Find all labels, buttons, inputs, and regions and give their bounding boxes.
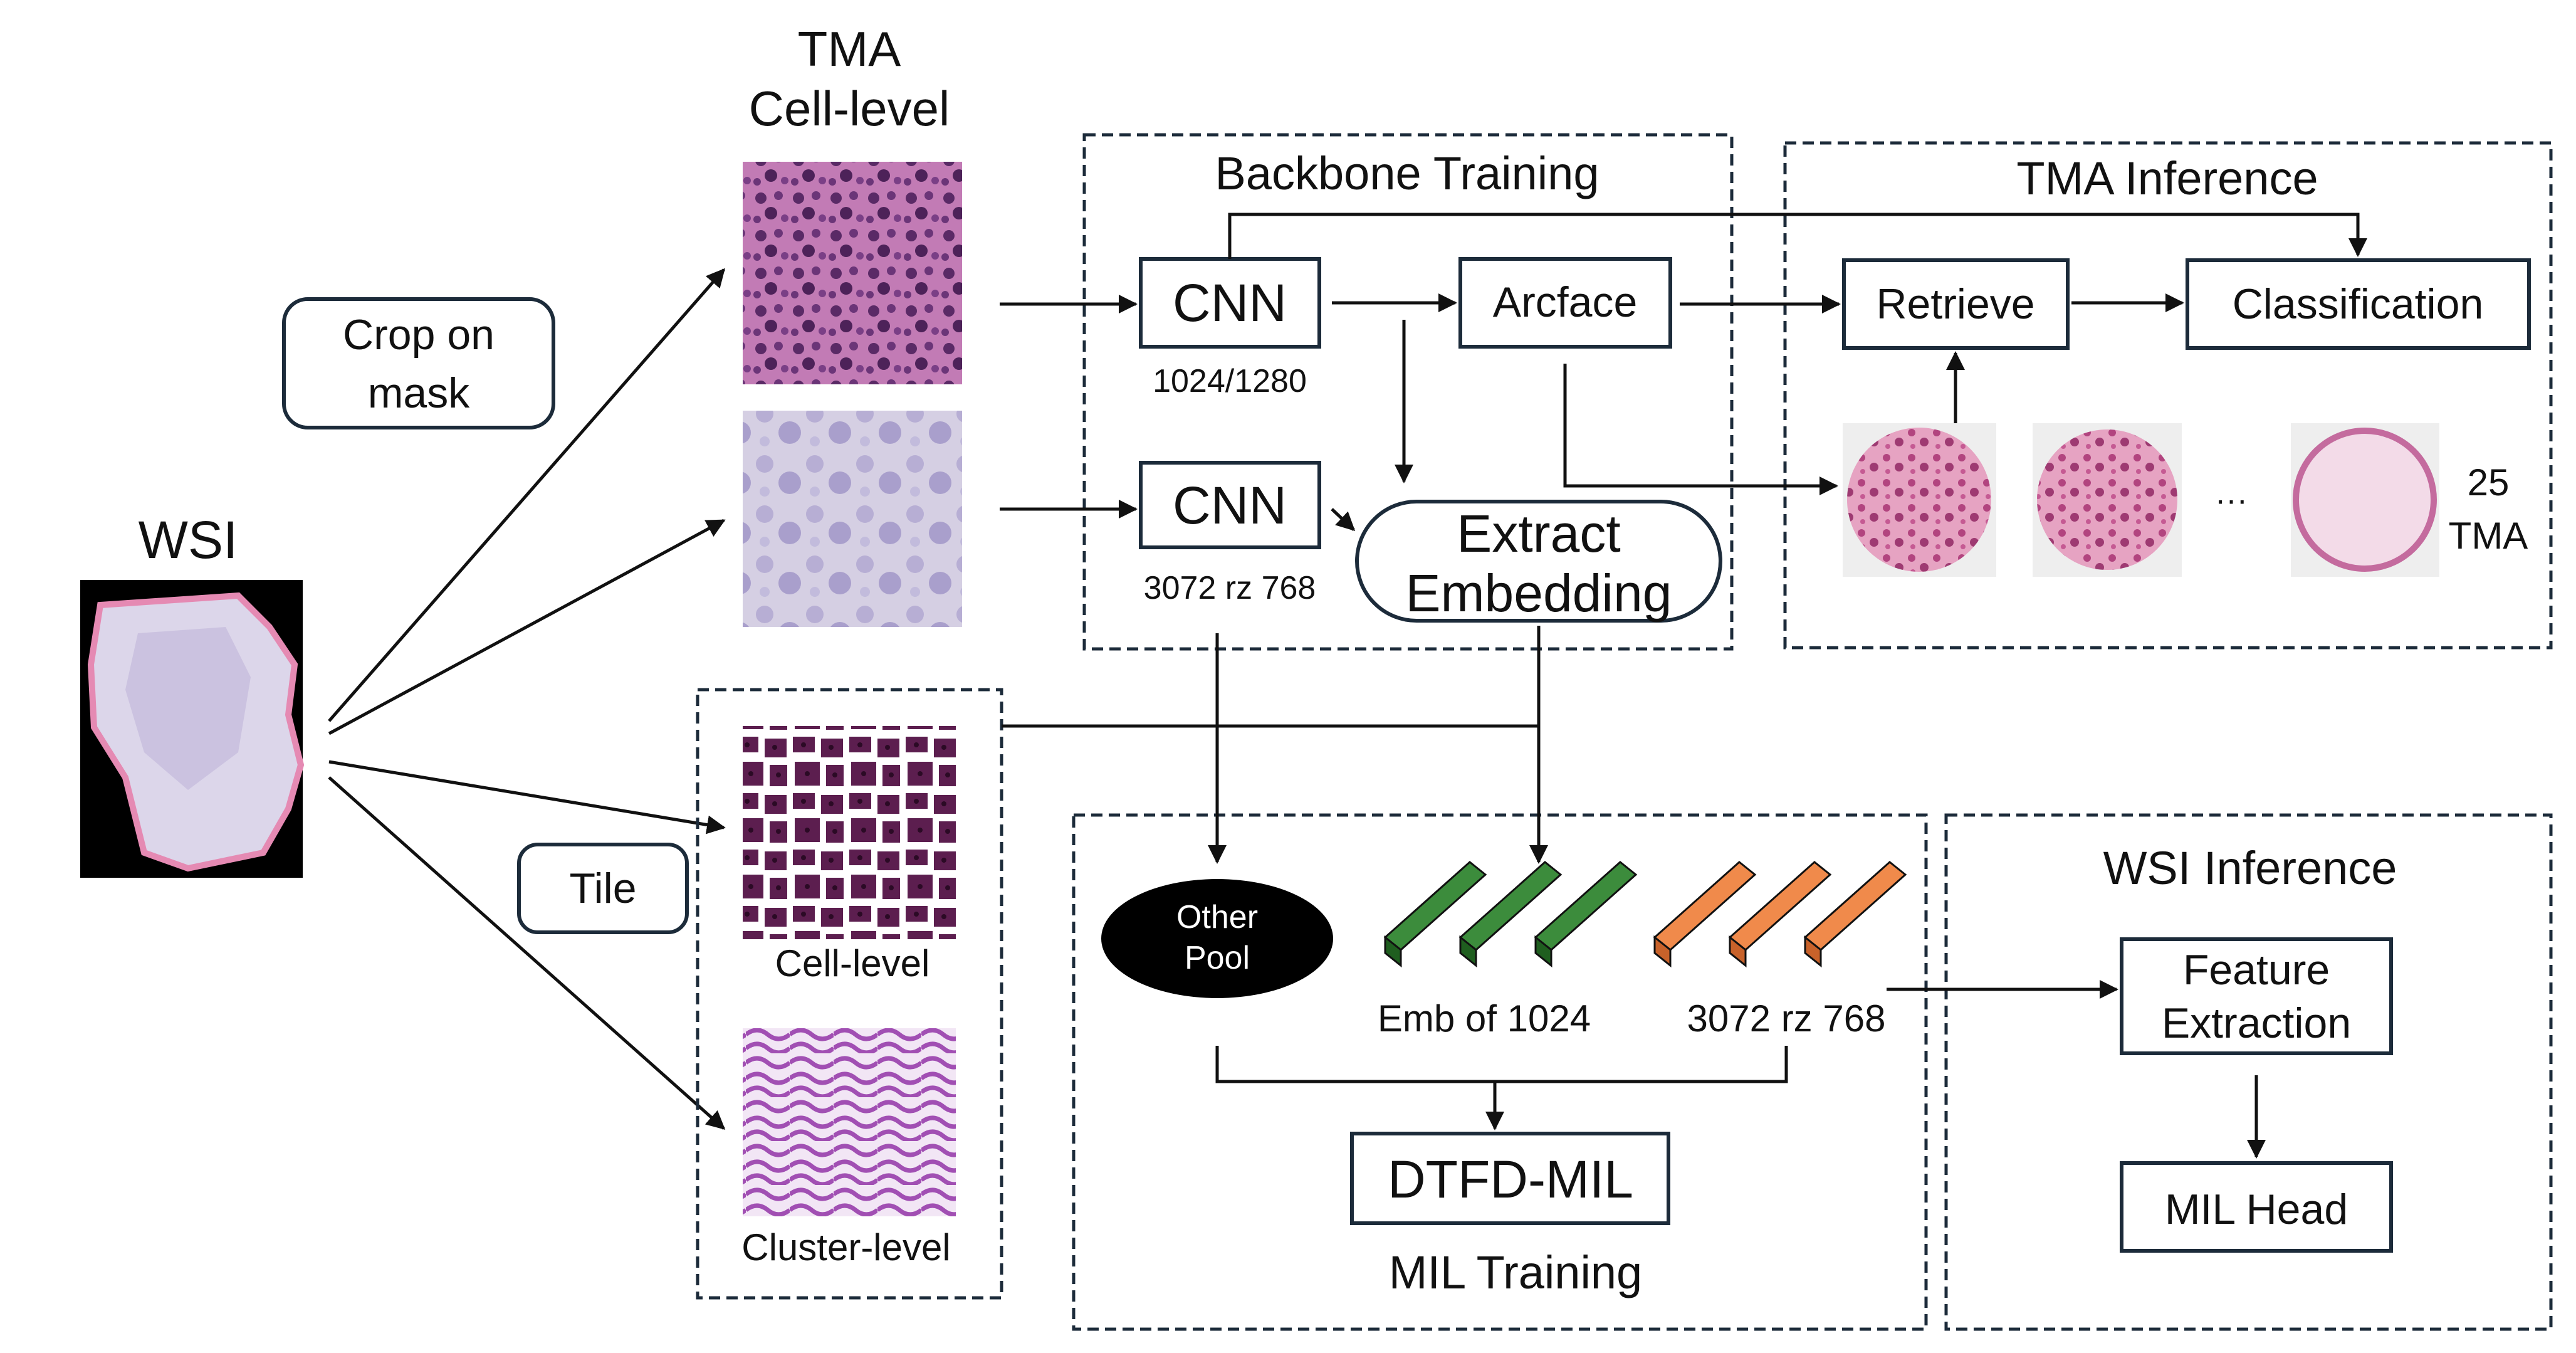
tile-label: Tile	[569, 865, 636, 912]
other-pool-ellipse	[1101, 879, 1333, 998]
dtfd-mil-box	[1350, 1132, 1670, 1225]
tma-core-25	[2293, 428, 2437, 572]
wsi-inference-title: WSI Inference	[2103, 842, 2397, 894]
emb-orange-bar-1	[1653, 861, 1757, 968]
arcface-box	[1458, 257, 1672, 349]
tma-count-line-1: 25	[2468, 461, 2510, 503]
feature-extraction-box	[2120, 937, 2393, 1055]
classification-box	[2186, 258, 2531, 350]
arcface-label: Arcface	[1493, 278, 1638, 326]
wsi-inference-frame	[1944, 813, 2553, 1331]
tma-ellipsis: ···	[2215, 482, 2248, 519]
arrow-wsi-to-tma-top	[328, 268, 725, 722]
emb-green-bar-1	[1383, 861, 1487, 968]
wsi-cluster-level-label: Cluster-level	[741, 1226, 950, 1268]
mil-training-title: MIL Training	[1389, 1246, 1642, 1298]
dtfd-mil-label: DTFD-MIL	[1388, 1150, 1633, 1209]
other-pool-line-1: Other	[1176, 899, 1258, 935]
classification-label: Classification	[2233, 280, 2484, 328]
wsi-cluster-tile-image	[743, 1028, 956, 1216]
emb-orange-bar-2	[1728, 861, 1832, 968]
tma-count-line-2: TMA	[2449, 515, 2528, 557]
arrow-wsi-to-cluster-tile	[328, 776, 726, 1130]
tma-cell-image-1	[743, 162, 962, 384]
backbone-training-title: Backbone Training	[1215, 147, 1600, 199]
tma-inference-title: TMA Inference	[2016, 152, 2318, 204]
crop-on-mask-label-box	[282, 297, 555, 429]
wsi-cell-tile-image	[743, 726, 956, 939]
cnn-top-dim: 1024/1280	[1153, 363, 1307, 399]
backbone-training-frame	[1082, 133, 1734, 651]
arrow-wsi-to-tma-bottom	[328, 519, 726, 735]
cnn-bottom-label: CNN	[1173, 476, 1287, 535]
extract-embedding-line-1: Extract	[1457, 504, 1620, 563]
emb-green-label: Emb of 1024	[1378, 998, 1591, 1040]
mil-head-label: MIL Head	[2165, 1186, 2348, 1233]
arrow-cnn-bottom-to-extract	[1331, 508, 1356, 532]
arrow-wsi-to-cell-tile	[328, 760, 726, 834]
emb-orange-label: 3072 rz 768	[1687, 998, 1886, 1040]
mil-head-box	[2120, 1161, 2393, 1253]
extract-embedding-line-2: Embedding	[1406, 564, 1672, 623]
feature-extraction-line-1: Feature	[2183, 946, 2330, 994]
emb-green-bar-3	[1534, 861, 1638, 968]
emb-green-bar-2	[1458, 861, 1563, 968]
wsi-tissue-shade	[125, 627, 251, 790]
tma-inference-frame	[1783, 141, 2553, 650]
other-pool-line-2: Pool	[1185, 940, 1250, 976]
wsi-label: WSI	[139, 510, 238, 569]
wsi-tiles-frame	[696, 688, 1003, 1300]
arrow-arcface-to-tma-cores	[1563, 364, 1838, 495]
tma-core-2	[2037, 429, 2177, 570]
emb-orange-bar-3	[1803, 861, 1907, 968]
cnn-top-label: CNN	[1173, 273, 1287, 332]
connector-merge-to-dtfd	[1215, 1046, 1788, 1083]
crop-on-mask-line-1: Crop on	[343, 311, 495, 359]
tma-core-1	[1847, 428, 1991, 572]
arrow-cnn-top-bypass-to-classification	[1228, 213, 2367, 259]
wsi-cell-level-label: Cell-level	[775, 942, 930, 984]
crop-on-mask-line-2: mask	[368, 369, 470, 417]
cnn-bottom-dim: 3072 rz 768	[1144, 570, 1316, 606]
tma-title-line-2: Cell-level	[749, 81, 950, 136]
retrieve-label: Retrieve	[1876, 280, 2034, 328]
tma-title-line-1: TMA	[798, 21, 901, 76]
tma-cell-image-2	[743, 411, 962, 627]
tile-label-box	[517, 843, 689, 934]
mil-training-frame	[1072, 813, 1928, 1331]
feature-extraction-line-2: Extraction	[2162, 999, 2351, 1047]
extract-embedding-box	[1355, 500, 1722, 623]
retrieve-box	[1842, 258, 2070, 350]
cnn-bottom-box	[1139, 461, 1321, 549]
